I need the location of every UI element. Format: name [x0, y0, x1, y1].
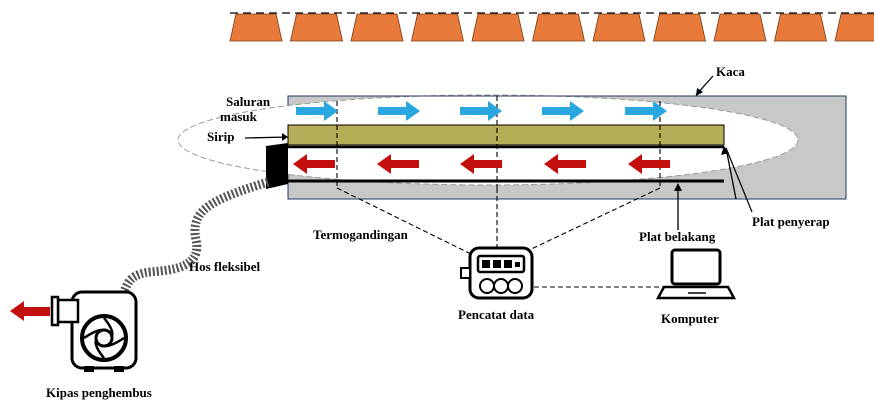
hose-label: Hos fleksibel	[189, 259, 261, 274]
outflow-arrow	[460, 154, 502, 174]
outflow-arrow	[377, 154, 419, 174]
sun-lamp-icon	[592, 13, 646, 42]
outflow-arrow	[293, 154, 335, 174]
laptop-icon	[655, 248, 737, 300]
blower-label: Kipas penghembus	[46, 385, 152, 400]
sun-lamp-icon	[532, 13, 585, 42]
computer-label: Komputer	[661, 311, 719, 326]
inflow-arrow	[542, 101, 584, 121]
outflow-arrows	[293, 154, 670, 174]
inflow-arrow	[625, 101, 667, 121]
sun-lamp-icon	[774, 13, 827, 42]
blower-fan-icon	[50, 290, 138, 372]
exhaust-arrow	[10, 301, 50, 321]
absorber-label: Plat penyerap	[752, 214, 830, 229]
inlet-label: Saluran	[226, 94, 271, 109]
inflow-arrow	[378, 101, 420, 121]
glass-label: Kaca	[716, 64, 745, 79]
fin-label: Sirip	[207, 129, 234, 144]
flexible-hose	[107, 177, 270, 314]
inflow-arrow	[460, 101, 502, 121]
thermocouple-label: Termogandingan	[313, 227, 409, 242]
outflow-arrow	[628, 154, 670, 174]
sun-lamp-icon	[653, 13, 706, 42]
inflow-arrows	[296, 101, 667, 121]
collector-housing	[177, 94, 847, 200]
sun-lamp-icon	[411, 13, 464, 42]
sun-lamp-icon	[471, 13, 525, 42]
inlet-label-line2: masuk	[220, 109, 258, 124]
sun-lamp-row	[229, 12, 874, 42]
sun-lamp-icon	[350, 13, 404, 42]
data-logger-icon	[460, 246, 534, 300]
sun-lamp-icon	[834, 13, 874, 42]
inflow-arrow	[296, 101, 338, 121]
back-plate-label: Plat belakang	[639, 229, 716, 244]
sun-lamp-icon	[229, 13, 283, 42]
outlet-port	[266, 143, 288, 189]
outflow-arrow	[544, 154, 586, 174]
sun-lamp-icon	[290, 13, 343, 42]
sun-lamp-icon	[713, 13, 767, 42]
thermocouple-lines	[336, 96, 666, 288]
logger-label: Pencatat data	[458, 307, 535, 322]
absorber-plate	[287, 124, 725, 146]
